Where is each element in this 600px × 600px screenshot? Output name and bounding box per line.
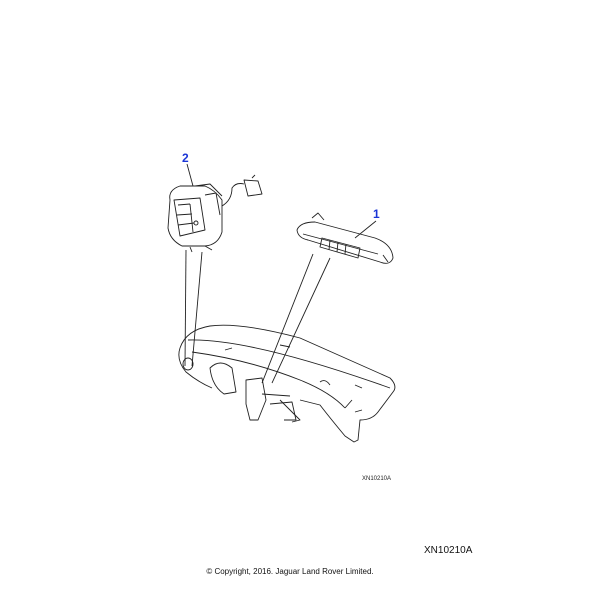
switch-pack-part-2[interactable] xyxy=(167,174,263,253)
copyright-notice: © Copyright, 2016. Jaguar Land Rover Lim… xyxy=(206,567,374,576)
switch-panel-part-1[interactable] xyxy=(296,212,394,264)
callout-2: 2 xyxy=(182,151,189,165)
projection-lines xyxy=(184,249,331,384)
illustration-reference-small: XN10210A xyxy=(362,476,392,482)
illustration-reference: XN10210A xyxy=(424,545,473,556)
callout-1: 1 xyxy=(373,207,380,221)
dashboard-outline xyxy=(178,324,396,443)
leader-line-2 xyxy=(186,163,194,187)
leader-line-1 xyxy=(354,220,377,239)
